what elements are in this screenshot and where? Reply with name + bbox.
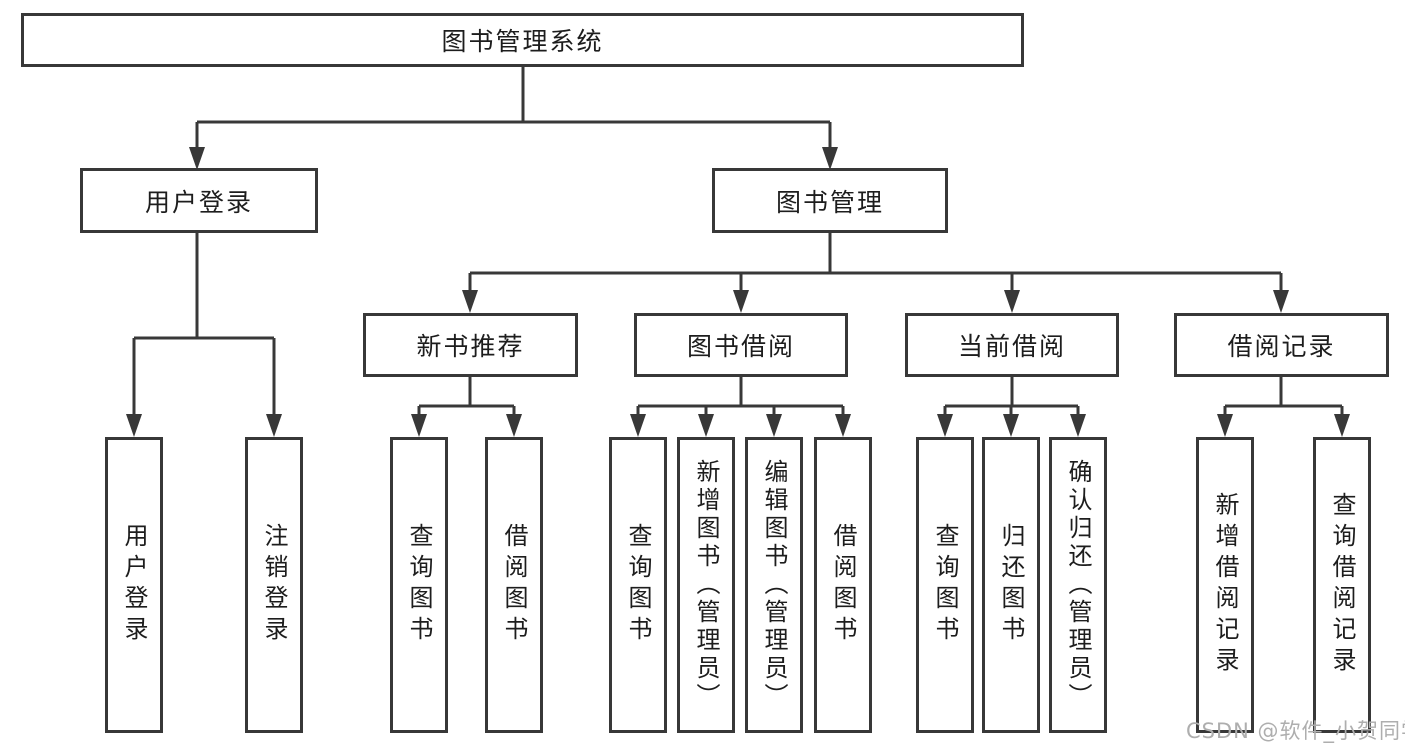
arrowhead xyxy=(1334,414,1350,437)
node-label: 图书管理系统 xyxy=(441,27,604,56)
node-book-borrow: 图书借阅 xyxy=(634,313,848,377)
arrowhead xyxy=(733,290,749,313)
leaf-add-borrow-record: 新增借阅记录 xyxy=(1196,437,1254,733)
connector-current-borrow-children xyxy=(937,376,1086,437)
leaf-confirm-return-admin: 确认归还（管理员） xyxy=(1049,437,1107,733)
node-borrow-records: 借阅记录 xyxy=(1174,313,1389,377)
node-label: 查询图书 xyxy=(405,523,433,647)
arrowhead xyxy=(1070,414,1086,437)
node-label: 新增图书（管理员） xyxy=(692,459,720,711)
node-current-borrow: 当前借阅 xyxy=(905,313,1119,377)
arrowhead xyxy=(1273,290,1289,313)
node-label: 用户登录 xyxy=(144,187,253,217)
connector-line xyxy=(132,232,276,416)
node-label: 注销登录 xyxy=(260,523,288,647)
arrowhead xyxy=(1217,414,1233,437)
arrowhead xyxy=(835,414,851,437)
leaf-borrow-books-recommend: 借阅图书 xyxy=(485,437,543,733)
node-user-login: 用户登录 xyxy=(80,168,318,233)
connector-book-borrow-children xyxy=(630,376,851,437)
node-label: 借阅图书 xyxy=(500,523,528,647)
leaf-query-books-current: 查询图书 xyxy=(916,437,974,733)
leaf-query-books-borrow: 查询图书 xyxy=(609,437,667,733)
arrowhead xyxy=(411,414,427,437)
connector-line xyxy=(468,232,1283,292)
leaf-add-book-admin: 新增图书（管理员） xyxy=(677,437,735,733)
arrowhead xyxy=(189,147,205,170)
arrowhead xyxy=(1003,414,1019,437)
arrowhead xyxy=(822,147,838,170)
node-label: 借阅图书 xyxy=(829,523,857,647)
leaf-query-books-recommend: 查询图书 xyxy=(390,437,448,733)
csdn-watermark: CSDN @软件_小贺同学 xyxy=(1186,719,1405,743)
leaf-query-borrow-record: 查询借阅记录 xyxy=(1313,437,1371,733)
leaf-return-book: 归还图书 xyxy=(982,437,1040,733)
node-label: 借阅记录 xyxy=(1227,332,1336,361)
node-label: 当前借阅 xyxy=(957,332,1066,361)
node-label: 新书推荐 xyxy=(416,332,525,361)
connector-new-book-children xyxy=(411,376,522,437)
leaf-borrow-books: 借阅图书 xyxy=(814,437,872,733)
node-label: 新增借阅记录 xyxy=(1211,492,1239,678)
arrowhead xyxy=(266,414,282,437)
arrowhead xyxy=(698,414,714,437)
connector-line xyxy=(417,376,516,416)
connector-line xyxy=(195,66,832,149)
node-library-management-system: 图书管理系统 xyxy=(21,13,1024,67)
arrowhead xyxy=(506,414,522,437)
arrowhead xyxy=(1004,290,1020,313)
node-label: 确认归还（管理员） xyxy=(1064,459,1092,711)
node-label: 归还图书 xyxy=(997,523,1025,647)
node-book-management: 图书管理 xyxy=(712,168,948,233)
arrowhead xyxy=(630,414,646,437)
connector-line xyxy=(636,376,845,416)
arrowhead xyxy=(126,414,142,437)
connector-user-login-children xyxy=(126,232,282,437)
connector-borrow-record-children xyxy=(1217,376,1350,437)
arrowhead xyxy=(766,414,782,437)
node-label: 用户登录 xyxy=(120,523,148,647)
node-label: 图书管理 xyxy=(775,187,884,217)
leaf-logout: 注销登录 xyxy=(245,437,303,733)
connector-book-management-children xyxy=(462,232,1289,313)
node-label: 查询图书 xyxy=(931,523,959,647)
node-label: 编辑图书（管理员） xyxy=(760,459,788,711)
leaf-user-login: 用户登录 xyxy=(105,437,163,733)
node-label: 图书借阅 xyxy=(686,332,795,361)
node-label: 查询图书 xyxy=(624,523,652,647)
node-label: 查询借阅记录 xyxy=(1328,492,1356,678)
connector-line xyxy=(943,376,1080,416)
arrowhead xyxy=(462,290,478,313)
leaf-edit-book-admin: 编辑图书（管理员） xyxy=(745,437,803,733)
node-new-book-recommend: 新书推荐 xyxy=(363,313,578,377)
connector-root-to-level2 xyxy=(189,66,838,170)
connector-line xyxy=(1223,376,1344,416)
arrowhead xyxy=(937,414,953,437)
